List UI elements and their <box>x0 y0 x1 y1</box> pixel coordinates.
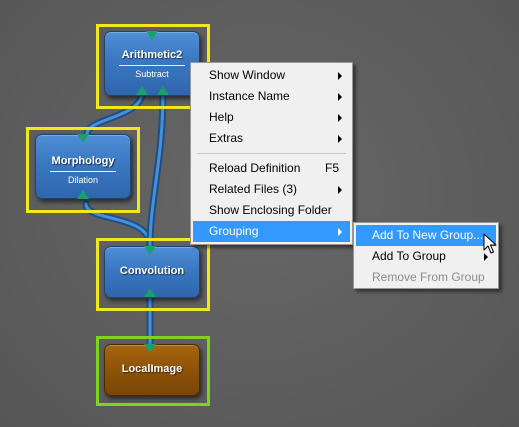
menu-item-show-enclosing-folder[interactable]: Show Enclosing Folder <box>193 200 350 221</box>
input-port-icon[interactable] <box>144 288 156 297</box>
menu-item-label: Reload Definition <box>209 161 301 175</box>
node-arithmetic2-subtitle: Subtract <box>135 69 169 79</box>
menu-item-instance-name[interactable]: Instance Name <box>193 86 350 107</box>
menu-item-label: Instance Name <box>209 89 290 103</box>
menu-item-grouping[interactable]: Grouping <box>193 221 350 242</box>
input-port-icon[interactable] <box>136 86 148 95</box>
node-arithmetic2-title: Arithmetic2 <box>121 49 183 61</box>
menu-item-extras[interactable]: Extras <box>193 128 350 149</box>
node-morphology-subtitle: Dilation <box>67 175 98 185</box>
menu-item-add-to-group[interactable]: Add To Group <box>356 246 496 267</box>
menu-item-shortcut: F5 <box>324 161 339 175</box>
menu-item-label: Remove From Group <box>372 270 485 284</box>
node-convolution-title: Convolution <box>119 265 185 277</box>
menu-item-label: Show Window <box>209 68 286 82</box>
node-morphology-title: Morphology <box>51 155 115 167</box>
menu-item-label: Grouping <box>209 224 259 238</box>
output-port-icon[interactable] <box>144 246 156 255</box>
submenu-arrow-icon <box>484 253 488 261</box>
selection-frame-morphology <box>26 127 140 213</box>
selection-frame-convolution <box>96 238 210 311</box>
menu-item-label: Help <box>209 110 234 124</box>
submenu-arrow-icon <box>338 72 342 80</box>
menu-item-reload-definition[interactable]: Reload Definition F5 <box>193 158 350 179</box>
menu-item-label: Related Files (3) <box>209 182 298 196</box>
menu-item-related-files[interactable]: Related Files (3) <box>193 179 350 200</box>
menu-separator <box>197 153 346 154</box>
node-localimage-title: LocalImage <box>121 363 183 375</box>
menu-item-help[interactable]: Help <box>193 107 350 128</box>
menu-item-label: Add To New Group... <box>372 228 484 242</box>
node-arithmetic2-divider <box>119 65 185 66</box>
menu-item-add-to-new-group[interactable]: Add To New Group... <box>356 225 496 246</box>
menu-item-label: Add To Group <box>372 249 446 263</box>
input-port-icon[interactable] <box>157 86 169 95</box>
output-port-icon[interactable] <box>77 134 89 143</box>
submenu-arrow-icon <box>338 228 342 236</box>
menu-item-remove-from-group: Remove From Group <box>356 267 496 288</box>
menu-item-show-window[interactable]: Show Window <box>193 65 350 86</box>
submenu-arrow-icon <box>338 93 342 101</box>
node-arithmetic2[interactable]: Arithmetic2 Subtract <box>104 31 200 96</box>
submenu-arrow-icon <box>338 186 342 194</box>
context-menu: Show Window Instance Name Help Extras Re… <box>190 62 353 245</box>
output-port-icon[interactable] <box>144 344 156 353</box>
output-port-icon[interactable] <box>146 31 158 40</box>
menu-item-label: Show Enclosing Folder <box>209 203 332 217</box>
node-morphology-divider <box>50 171 116 172</box>
arrow-pointer-icon <box>483 233 497 254</box>
submenu-arrow-icon <box>338 135 342 143</box>
input-port-icon[interactable] <box>77 190 89 199</box>
selection-frame-localimage <box>96 336 210 406</box>
menu-item-label: Extras <box>209 131 244 145</box>
submenu-arrow-icon <box>338 114 342 122</box>
grouping-submenu: Add To New Group... Add To Group Remove … <box>353 222 499 289</box>
